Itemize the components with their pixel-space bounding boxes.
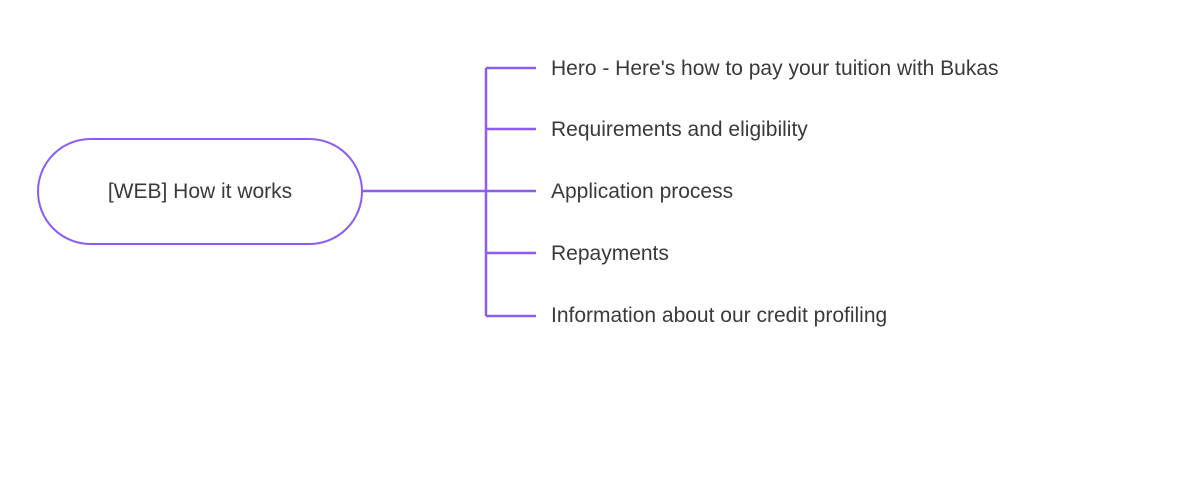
root-node-label: [WEB] How it works [107, 179, 293, 203]
root-node[interactable]: [WEB] How it works [37, 138, 363, 245]
branch-node-requirements[interactable]: Requirements and eligibility [551, 118, 808, 141]
branch-node-repayments[interactable]: Repayments [551, 242, 669, 265]
branch-node-credit-profiling[interactable]: Information about our credit profiling [551, 304, 888, 327]
branch-node-hero[interactable]: Hero - Here's how to pay your tuition wi… [551, 57, 999, 80]
branch-node-application-process[interactable]: Application process [551, 180, 734, 203]
